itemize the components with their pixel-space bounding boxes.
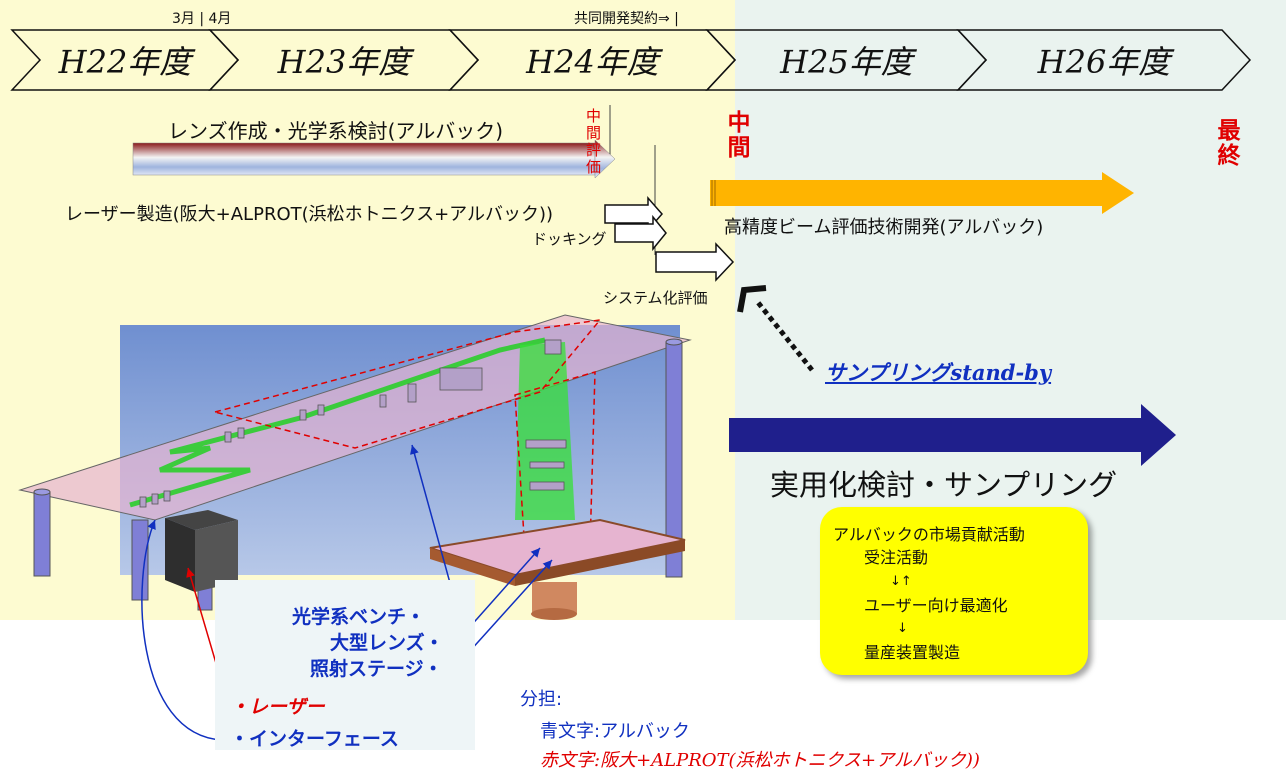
beam-eval-label: 高精度ビーム評価技術開発(アルバック) [724, 217, 1044, 238]
ulvac-activity-box [820, 507, 1088, 675]
stage-label: 照射ステージ・ [310, 658, 443, 680]
chevron-h26 [956, 29, 1252, 91]
fiscal-year-h25: H25年度 [780, 43, 913, 81]
fiscal-year-h26: H26年度 [1037, 43, 1171, 81]
activity-line-optimize: ユーザー向け最適化 [864, 596, 1008, 615]
activity-arrow-down: ↓ [897, 621, 908, 636]
system-eval-label: システム化評価 [603, 289, 708, 307]
fiscal-year-h24: H24年度 [526, 43, 659, 81]
fiscal-year-chevrons [10, 29, 1252, 91]
activity-arrow-both: ↓↑ [890, 574, 912, 589]
fiscal-year-h22: H22年度 [58, 43, 192, 81]
ulvac-activity-title: アルバックの市場貢献活動 [833, 525, 1025, 544]
activity-line-production: 量産装置製造 [864, 643, 961, 662]
month-marker: 3月 | 4月 [172, 11, 232, 27]
sampling-dotted-arrow [737, 285, 814, 372]
laser-label: ・レーザー [230, 696, 325, 718]
sampling-standby-link[interactable]: サンプリングstand-by [825, 360, 1052, 385]
beam-eval-arrow [710, 172, 1134, 214]
large-lens-label: 大型レンズ・ [330, 632, 444, 654]
final-marker: 最終 [1213, 118, 1239, 168]
bench-label: 光学系ベンチ・ [292, 606, 426, 628]
interim-eval-marker: 中間評価 [584, 108, 602, 176]
equipment-illustration [18, 314, 692, 620]
legend-red: 赤文字:阪大+ALPROT(浜松ホトニクス+アルバック)) [540, 750, 980, 771]
laser-track-label: レーザー製造(阪大+ALPROT(浜松ホトニクス+アルバック)) [65, 204, 554, 225]
docking-arrow [614, 214, 667, 252]
legend-title: 分担: [520, 689, 563, 710]
fiscal-year-h23: H23年度 [277, 43, 411, 81]
practical-label: 実用化検討・サンプリング [770, 468, 1118, 502]
legend-blue: 青文字:アルバック [540, 721, 690, 742]
interim-marker: 中間 [723, 110, 749, 160]
lens-track-label: レンズ作成・光学系検討(アルバック) [168, 119, 504, 143]
interface-label: ・インターフェース [230, 728, 399, 750]
docking-label: ドッキング [532, 230, 607, 248]
contract-marker: 共同開発契約⇒ | [574, 11, 679, 27]
lens-arrow [132, 139, 616, 179]
system-eval-arrow [655, 242, 735, 282]
practical-arrow [729, 404, 1176, 466]
component-label-panel [215, 580, 475, 750]
activity-line-orders: 受注活動 [864, 548, 929, 567]
